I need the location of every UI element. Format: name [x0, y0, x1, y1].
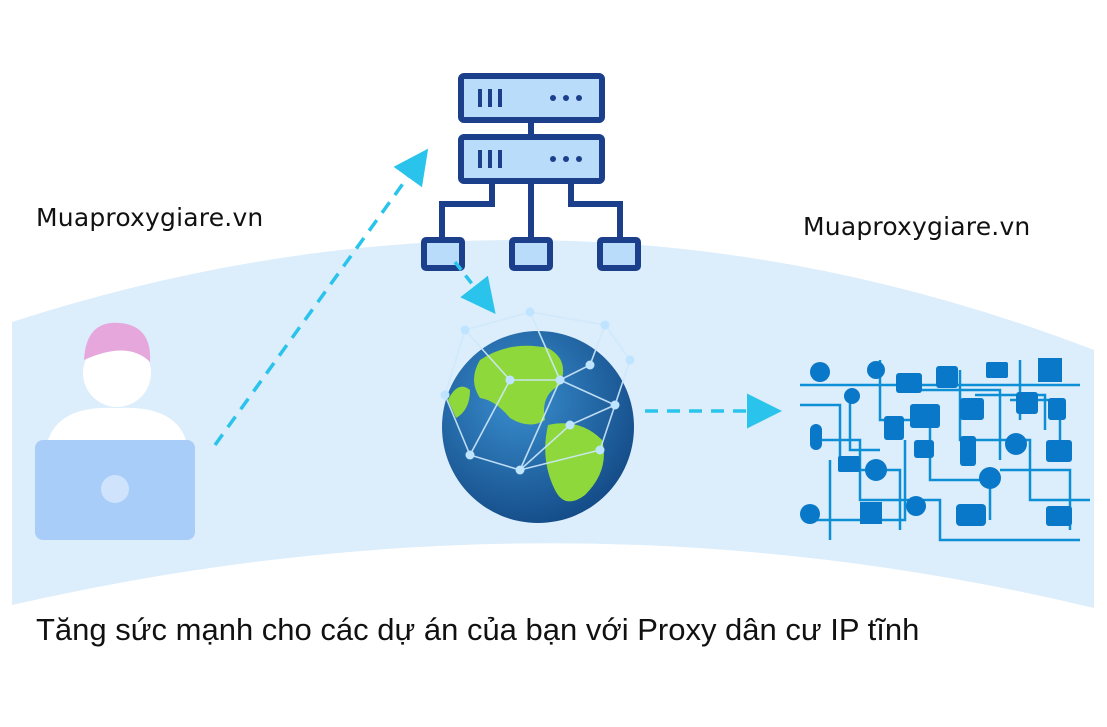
facebook-icon	[884, 416, 904, 440]
server-network-icon	[421, 73, 641, 271]
user-laptop-icon	[35, 322, 195, 540]
arrow-server-to-globe	[453, 260, 496, 315]
apps-network-icon	[800, 358, 1090, 542]
speaker-icon	[914, 440, 934, 458]
phone-icon	[960, 436, 976, 466]
server-indicator-icon	[478, 89, 582, 168]
brand-label-left: Muaproxygiare.vn	[36, 203, 264, 232]
brand-label-right: Muaproxygiare.vn	[803, 212, 1031, 241]
windows-icon	[1038, 358, 1062, 382]
photo-icon	[910, 404, 940, 428]
globe-network-icon	[440, 307, 635, 523]
video-icon	[838, 456, 860, 472]
android-icon	[1048, 398, 1066, 420]
skype-icon	[844, 388, 860, 404]
rss-icon	[1016, 392, 1038, 414]
camera-small-icon	[1046, 506, 1072, 526]
diagram-caption: Tăng sức mạnh cho các dự án của bạn với …	[36, 612, 920, 647]
pinterest-icon	[867, 361, 885, 379]
google-plus-icon	[960, 398, 984, 420]
apple-icon	[1005, 433, 1027, 455]
media-icon	[936, 366, 958, 388]
info-icon	[810, 362, 830, 382]
twitter-icon	[865, 459, 887, 481]
gear-icon	[906, 496, 926, 516]
arrow-user-to-server	[213, 148, 429, 447]
camera-icon	[896, 373, 922, 393]
camera-photo-icon	[1046, 440, 1072, 462]
signal-icon	[800, 504, 820, 524]
microphone-icon	[810, 424, 822, 450]
mail-icon	[986, 362, 1008, 378]
youtube-icon	[956, 504, 986, 526]
rewind-icon	[979, 467, 1001, 489]
windows-logo-icon	[860, 502, 882, 524]
